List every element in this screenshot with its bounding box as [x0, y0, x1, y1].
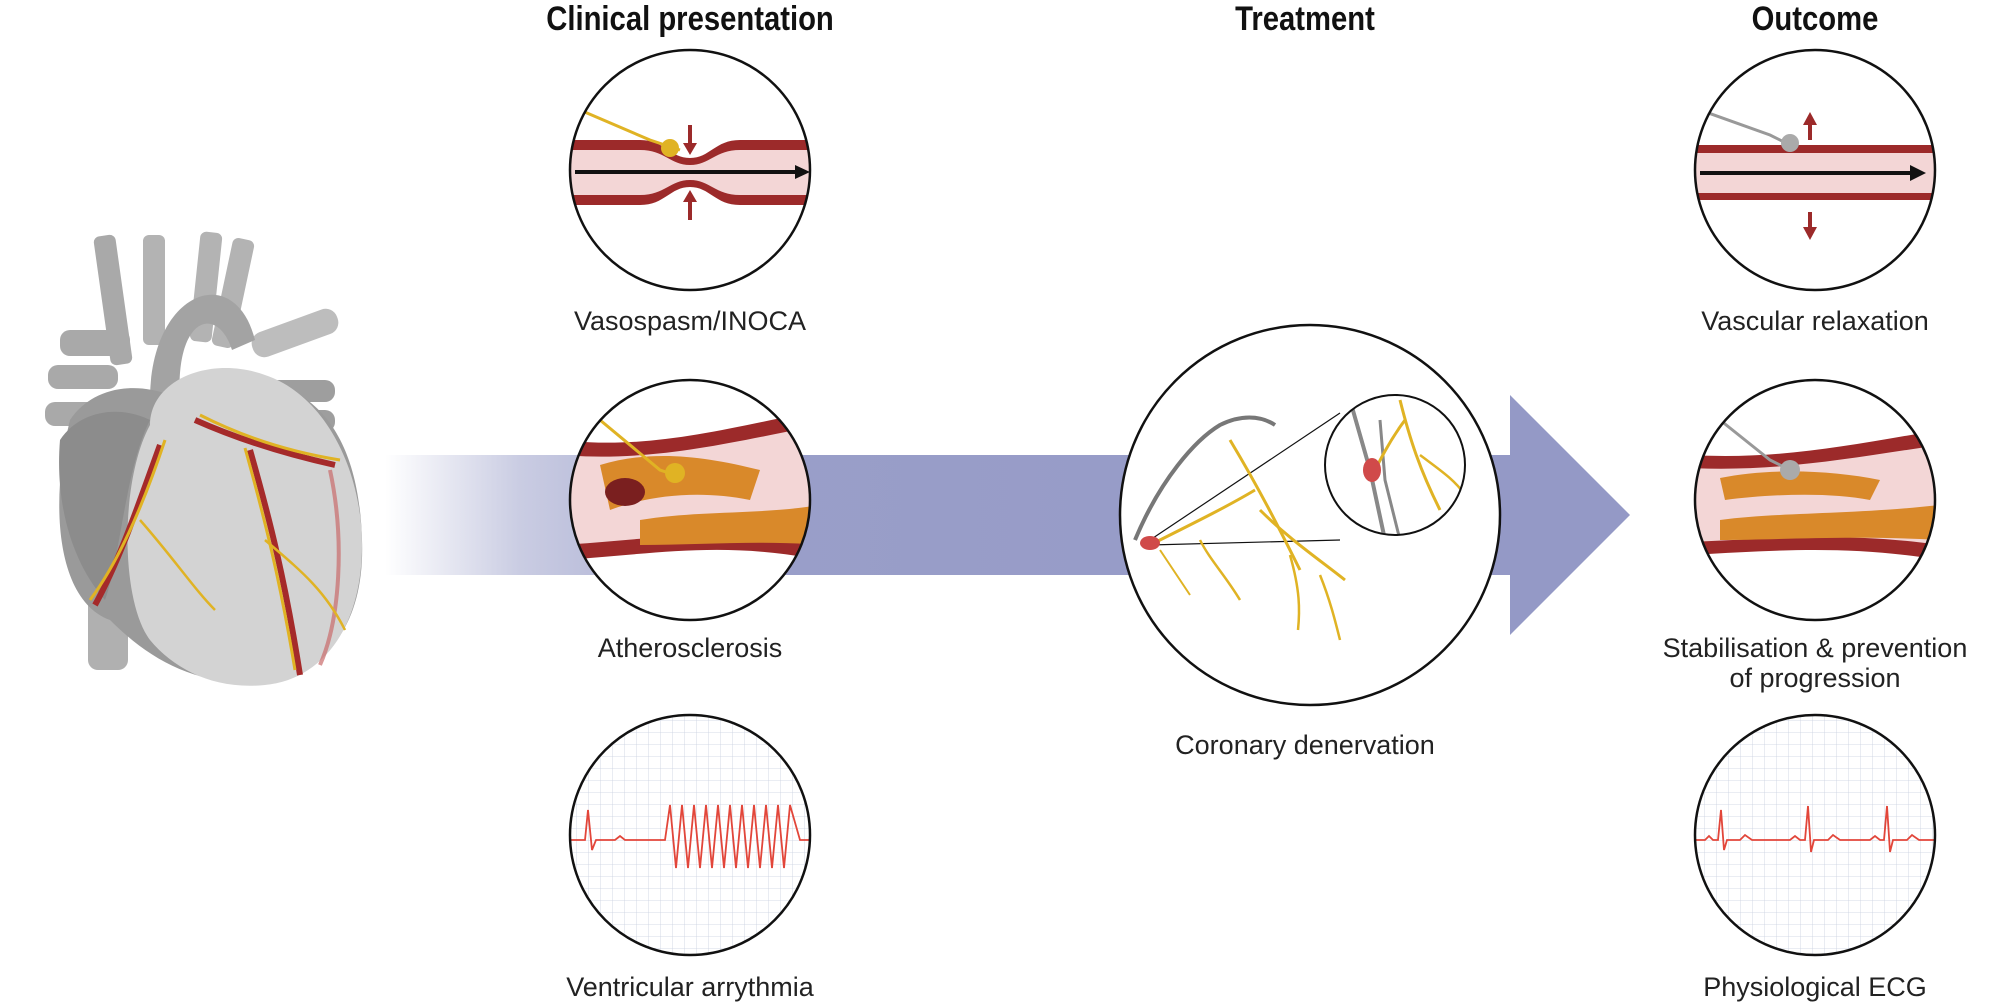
physiological-ecg-circle — [1693, 713, 1937, 957]
caption-stabilisation-line2: of progression — [1729, 663, 1901, 693]
denervation-circle — [1118, 323, 1502, 707]
caption-arrhythmia: Ventricular arrythmia — [566, 972, 814, 1002]
caption-vasospasm: Vasospasm/INOCA — [573, 306, 807, 336]
heart-illustration — [45, 231, 363, 686]
atherosclerosis-circle — [568, 378, 812, 622]
caption-relaxation: Vascular relaxation — [1701, 306, 1929, 336]
caption-stabilisation: Stabilisation & prevention of progressio… — [1663, 633, 1968, 693]
column-header-treatment: Treatment — [1235, 0, 1375, 38]
caption-physiological-ecg: Physiological ECG — [1703, 972, 1927, 1002]
vasospasm-circle — [568, 48, 812, 292]
caption-denervation: Coronary denervation — [1175, 730, 1435, 760]
relaxation-circle — [1693, 48, 1937, 292]
column-header-outcome: Outcome — [1751, 0, 1879, 38]
caption-stabilisation-line1: Stabilisation & prevention — [1662, 633, 1968, 663]
column-header-clinical: Clinical presentation — [546, 0, 834, 38]
caption-atherosclerosis: Atherosclerosis — [597, 633, 783, 663]
stabilisation-circle — [1693, 378, 1937, 622]
arrhythmia-ecg-circle — [568, 713, 812, 957]
